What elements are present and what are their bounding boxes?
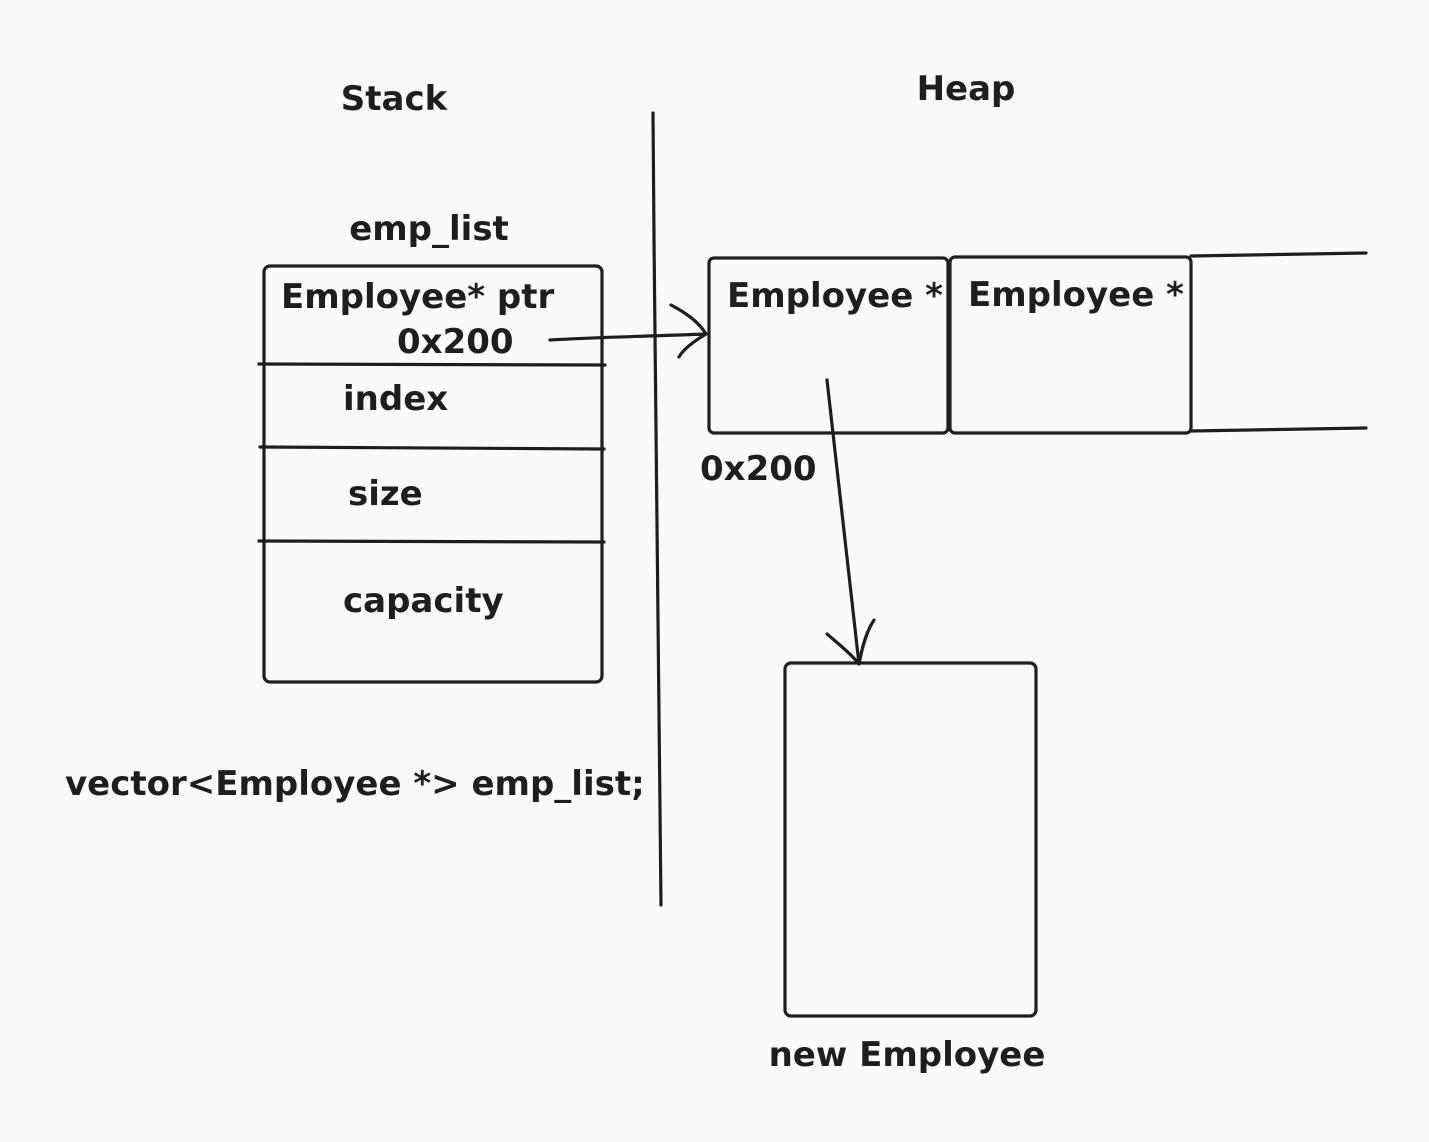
heap-array-cell-2 [948, 255, 1193, 435]
struct-divider-1 [257, 362, 607, 367]
struct-divider-2 [258, 445, 606, 451]
capacity-field-label: capacity [343, 581, 504, 621]
vector-struct-box: Employee* ptr 0x200 index size capacity [257, 264, 607, 684]
size-field-label: size [348, 474, 423, 514]
ptr-to-array-arrow [548, 303, 708, 359]
heap-heading: Heap [917, 69, 1016, 109]
heap-array-cell-1 [707, 256, 950, 435]
employee-object-label: new Employee [769, 1035, 1046, 1075]
employee-object-box [783, 661, 1038, 1018]
stack-heap-divider [651, 111, 663, 907]
stack-heading: Stack [341, 79, 449, 119]
heap-array-address: 0x200 [700, 449, 817, 489]
struct-divider-3 [257, 539, 606, 544]
object-arrow-shaft [825, 378, 861, 666]
heap-array-top-extension [1189, 251, 1368, 258]
ptr-arrow-head [669, 303, 708, 359]
ptr-arrow-shaft [548, 332, 708, 342]
heap-cell-1-label: Employee * [727, 276, 943, 316]
ptr-field-value: 0x200 [397, 322, 514, 362]
heap-cell-2-label: Employee * [968, 275, 1184, 315]
vector-declaration: vector<Employee *> emp_list; [65, 764, 645, 804]
vector-struct-outline [262, 264, 604, 684]
heap-array: Employee * Employee * 0x200 [700, 251, 1368, 489]
ptr-field-label: Employee* ptr [281, 277, 554, 317]
heap-array-bottom-extension [1189, 426, 1368, 433]
index-field-label: index [343, 379, 448, 419]
vector-name-label: emp_list [349, 209, 509, 249]
object-arrow-head [825, 618, 876, 666]
cell-to-object-arrow [825, 378, 876, 666]
